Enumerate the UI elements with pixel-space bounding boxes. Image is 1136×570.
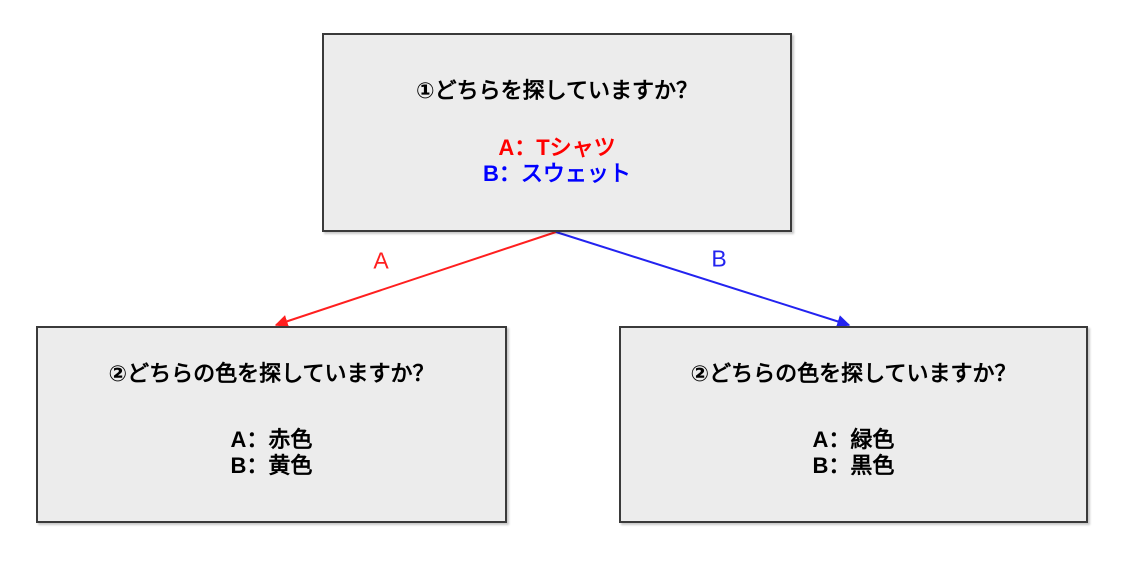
step1-question-box: ①どちらを探していますか？ A：Tシャツ B：スウェット — [322, 33, 792, 232]
step2-tshirt-question-text: ②どちらの色を探していますか？ — [108, 361, 435, 386]
step1-option-a: A：Tシャツ — [498, 135, 616, 160]
step2-tshirt-option-a: A：赤色 — [230, 427, 313, 452]
branch-a-arrow — [274, 231, 557, 328]
step2-sweat-question-box: ②どちらの色を探していますか？ A：緑色 B：黒色 — [619, 326, 1088, 523]
step1-question-text: ①どちらを探していますか？ — [416, 78, 698, 103]
step2-sweat-option-a: A：緑色 — [812, 427, 895, 452]
step2-sweat-options: A：緑色 B：黒色 — [621, 427, 1086, 479]
branch-b-label: B — [711, 245, 727, 272]
branch-b-arrow — [555, 231, 851, 328]
step2-tshirt-options: A：赤色 B：黄色 — [38, 427, 505, 479]
step2-tshirt-option-b: B：黄色 — [230, 453, 313, 478]
step2-tshirt-question-box: ②どちらの色を探していますか？ A：赤色 B：黄色 — [36, 326, 507, 523]
branch-a-label: A — [373, 247, 389, 274]
step2-sweat-option-b: B：黒色 — [812, 453, 895, 478]
step2-sweat-question-text: ②どちらの色を探していますか？ — [690, 361, 1017, 386]
step1-option-b: B：スウェット — [483, 161, 631, 186]
step1-options: A：Tシャツ B：スウェット — [324, 135, 790, 187]
